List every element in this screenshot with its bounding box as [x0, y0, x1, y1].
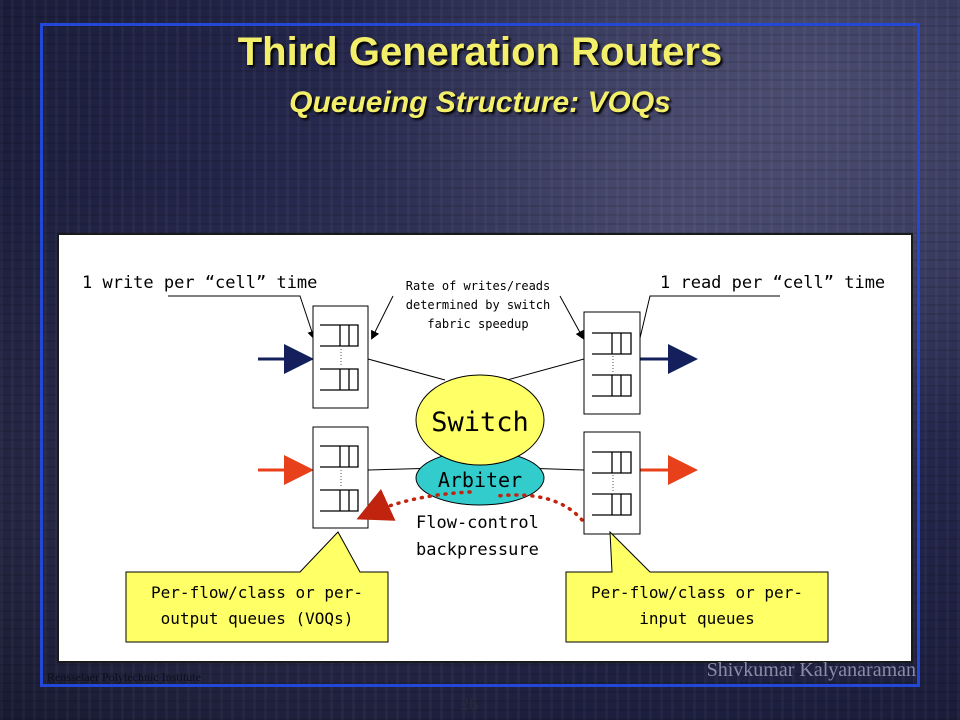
flow-control-line-1: Flow-control	[416, 513, 539, 533]
callout-left-line-1: Per-flow/class or per-	[151, 583, 363, 602]
switch-ellipse	[415, 374, 545, 466]
callout-right-line-2: input queues	[639, 609, 755, 628]
rate-note-line-3: fabric speedup	[427, 317, 528, 331]
backpressure-arrow-right	[495, 493, 584, 522]
callout-left: Per-flow/class or per- output queues (VO…	[125, 531, 389, 643]
page-number: 26	[460, 694, 478, 714]
input-queue-bottom	[312, 426, 369, 529]
flow-control-line-2: backpressure	[416, 540, 539, 560]
footer-institution: Rensselaer Polytechnic Institute	[47, 670, 201, 684]
link-out-top	[506, 358, 585, 381]
callout-right: Per-flow/class or per- input queues	[565, 530, 829, 643]
rate-note-line-1: Rate of writes/reads	[406, 279, 551, 293]
write-label: 1 write per “cell” time	[82, 273, 317, 293]
read-leader-line	[639, 295, 780, 339]
output-queue-bottom	[583, 431, 641, 535]
slide-title: Third Generation Routers	[237, 30, 723, 74]
slide-subtitle: Queueing Structure: VOQs	[289, 86, 671, 119]
input-queue-top	[312, 305, 369, 409]
read-label: 1 read per “cell” time	[660, 273, 885, 293]
switch-label: Switch	[431, 407, 529, 438]
callout-right-line-1: Per-flow/class or per-	[591, 583, 803, 602]
output-queue-top	[583, 311, 641, 415]
rate-arrow-right	[559, 295, 584, 340]
write-leader-line	[168, 295, 317, 340]
callout-left-line-2: output queues (VOQs)	[161, 609, 354, 628]
backpressure-arrow-left	[356, 488, 472, 521]
rate-note-line-2: determined by switch	[406, 298, 551, 312]
arbiter-label: Arbiter	[438, 468, 522, 492]
rate-arrow-left	[371, 295, 394, 340]
link-in-top	[367, 358, 446, 381]
slide-frame	[40, 23, 920, 687]
footer-author: Shivkumar Kalyanaraman	[706, 659, 916, 681]
